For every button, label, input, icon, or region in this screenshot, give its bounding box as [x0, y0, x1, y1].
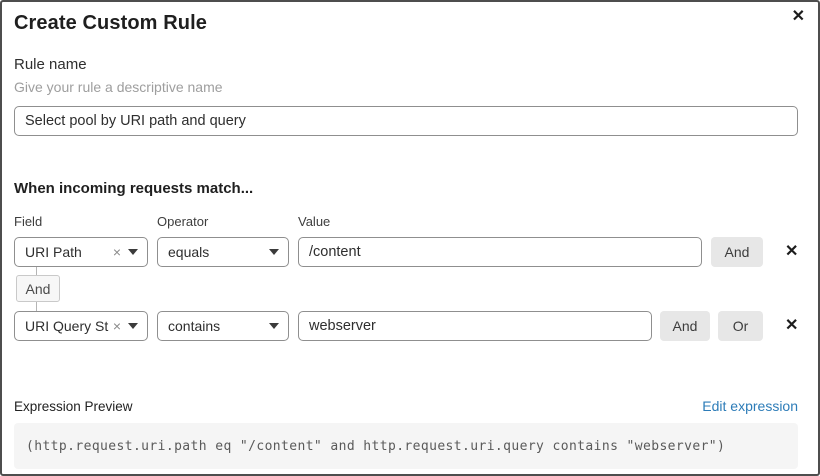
- field-select[interactable]: URI Query St... ×: [14, 311, 148, 341]
- rule-name-description: Give your rule a descriptive name: [14, 79, 223, 95]
- condition-column-headers: Field Operator Value: [14, 214, 798, 229]
- operator-select[interactable]: contains: [157, 311, 289, 341]
- clear-selection-icon[interactable]: ×: [112, 244, 121, 260]
- field-column-header: Field: [14, 214, 43, 229]
- rule-name-label: Rule name: [14, 56, 87, 73]
- dialog-title: Create Custom Rule: [14, 12, 207, 34]
- connector-line: [36, 267, 37, 275]
- field-select-value: URI Query St...: [25, 318, 109, 334]
- expression-preview-label: Expression Preview: [14, 399, 133, 414]
- expression-preview-code: (http.request.uri.path eq "/content" and…: [14, 423, 798, 469]
- add-or-condition-button[interactable]: Or: [718, 311, 763, 341]
- and-connector: And: [14, 267, 74, 311]
- connector-line: [36, 302, 37, 311]
- condition-row: URI Query St... × contains And Or ✕: [14, 311, 798, 341]
- clear-selection-icon[interactable]: ×: [112, 318, 121, 334]
- operator-select-value: equals: [168, 244, 210, 260]
- value-input[interactable]: [298, 237, 702, 267]
- chevron-down-icon: [269, 323, 279, 329]
- field-select[interactable]: URI Path ×: [14, 237, 148, 267]
- remove-condition-icon[interactable]: ✕: [785, 317, 799, 334]
- operator-select[interactable]: equals: [157, 237, 289, 267]
- and-connector-badge: And: [16, 275, 60, 302]
- expression-code-text: (http.request.uri.path eq "/content" and…: [26, 438, 726, 454]
- add-and-condition-button[interactable]: And: [660, 311, 710, 341]
- field-select-value: URI Path: [25, 244, 82, 260]
- edit-expression-link[interactable]: Edit expression: [702, 398, 798, 414]
- chevron-down-icon: [128, 249, 138, 255]
- value-column-header: Value: [298, 214, 331, 229]
- operator-column-header: Operator: [157, 214, 209, 229]
- value-input[interactable]: [298, 311, 652, 341]
- condition-row: URI Path × equals And ✕: [14, 237, 798, 267]
- expression-preview-header: Expression Preview Edit expression: [14, 398, 798, 414]
- add-and-condition-button[interactable]: And: [711, 237, 763, 267]
- operator-select-value: contains: [168, 318, 221, 334]
- match-section-heading: When incoming requests match...: [14, 180, 254, 197]
- close-icon[interactable]: ✕: [791, 8, 805, 25]
- rule-name-input[interactable]: [14, 106, 798, 136]
- chevron-down-icon: [269, 249, 279, 255]
- chevron-down-icon: [128, 323, 138, 329]
- remove-condition-icon[interactable]: ✕: [785, 243, 799, 260]
